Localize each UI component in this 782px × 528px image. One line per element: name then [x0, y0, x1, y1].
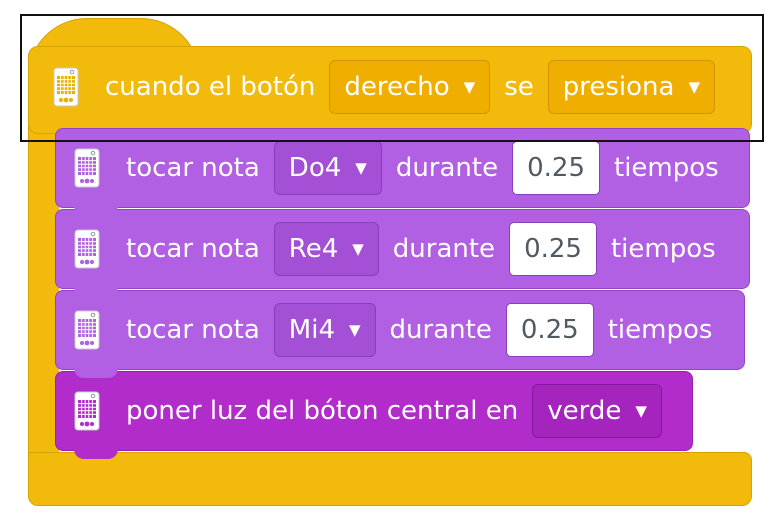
play-note-block-3[interactable]: tocar nota Mi4 ▼ durante 0.25 tiempos	[55, 290, 745, 378]
play-note-block-2[interactable]: tocar nota Re4 ▼ durante 0.25 tiempos	[55, 209, 750, 297]
chevron-down-icon: ▼	[352, 240, 364, 258]
beats-unit-label: tiempos	[607, 315, 713, 345]
hub-icon	[74, 148, 100, 188]
hub-icon	[74, 310, 100, 350]
light-color-value: verde	[547, 396, 622, 426]
set-light-label: poner luz del bóton central en	[126, 396, 519, 426]
hub-icon	[74, 229, 100, 269]
set-center-light-block[interactable]: poner luz del bóton central en verde ▼	[55, 371, 693, 459]
button-action-value: presiona	[562, 72, 675, 102]
note-value: Mi4	[288, 315, 335, 345]
chevron-down-icon: ▼	[355, 159, 367, 177]
highlight-box	[20, 14, 764, 142]
button-side-dropdown[interactable]: derecho ▼	[329, 60, 491, 114]
hat-block-bottom	[28, 452, 752, 506]
play-note-label: tocar nota	[126, 315, 260, 345]
light-color-dropdown[interactable]: verde ▼	[532, 384, 662, 438]
chevron-down-icon: ▼	[463, 78, 476, 96]
hat-block-c-arm	[28, 120, 59, 465]
beats-input[interactable]: 0.25	[512, 141, 600, 195]
note-value: Re4	[288, 234, 339, 264]
duration-label: durante	[395, 153, 499, 183]
chevron-down-icon: ▼	[349, 321, 361, 339]
button-side-value: derecho	[344, 72, 450, 102]
note-dropdown[interactable]: Mi4 ▼	[273, 303, 376, 357]
hub-icon	[74, 391, 100, 431]
hat-label-when-button: cuando el botón	[105, 72, 316, 102]
beats-unit-label: tiempos	[614, 153, 719, 183]
chevron-down-icon: ▼	[688, 78, 700, 96]
button-action-dropdown[interactable]: presiona ▼	[547, 60, 715, 114]
duration-label: durante	[392, 234, 496, 264]
play-note-label: tocar nota	[126, 234, 260, 264]
note-dropdown[interactable]: Do4 ▼	[273, 141, 382, 195]
beats-unit-label: tiempos	[610, 234, 716, 264]
beats-input[interactable]: 0.25	[505, 303, 594, 357]
hub-icon	[53, 67, 79, 107]
duration-label: durante	[389, 315, 492, 345]
note-dropdown[interactable]: Re4 ▼	[273, 222, 379, 276]
beats-input[interactable]: 0.25	[509, 222, 597, 276]
play-note-label: tocar nota	[126, 153, 260, 183]
hat-label-se: se	[504, 72, 534, 102]
note-value: Do4	[288, 153, 342, 183]
chevron-down-icon: ▼	[635, 402, 647, 420]
